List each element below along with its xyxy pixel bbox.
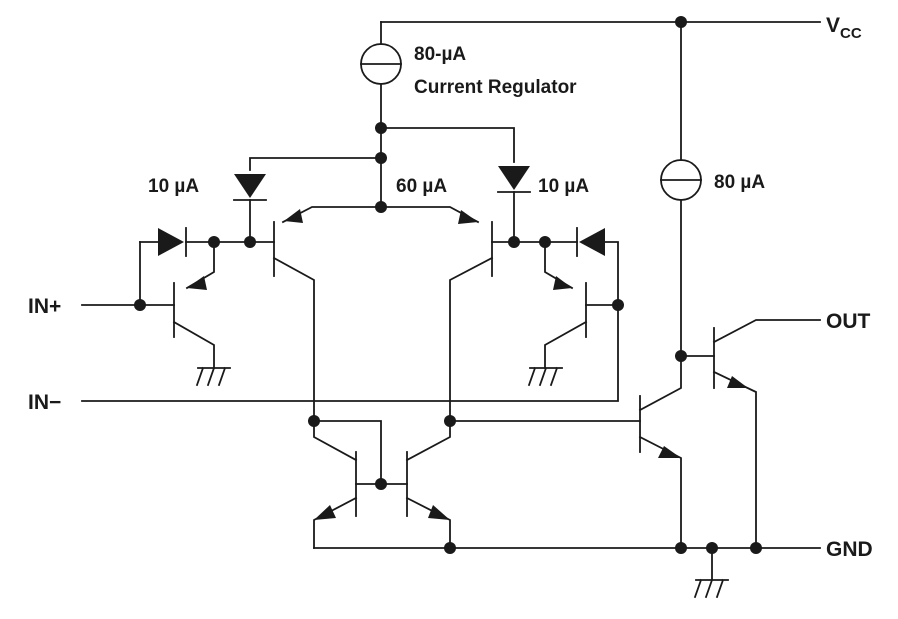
in-plus-label: IN+ (28, 295, 61, 318)
regulator-name-label: Current Regulator (414, 77, 577, 98)
arrow-q2 (284, 209, 303, 223)
emitter-arrows (187, 209, 748, 520)
arrow-mirror-left (314, 505, 336, 520)
current-regulator-symbol (360, 43, 402, 85)
current-label-mid: 60 µA (396, 176, 447, 197)
wire-to-left-diode (249, 157, 382, 171)
mirror-left-collector (313, 420, 358, 462)
q1-ground (195, 366, 231, 387)
q4-collector (544, 320, 588, 369)
mirror-link-left (313, 420, 382, 485)
arrow-mirror-right (428, 505, 450, 520)
junction-dots (134, 16, 762, 554)
mirror-right-emitter (405, 496, 451, 549)
in-minus-wire (81, 304, 619, 402)
regulator-value-label: 80-µA (414, 44, 466, 65)
diode-right-10ua (497, 166, 531, 193)
out-label: OUT (826, 310, 871, 333)
mirror-right-collector (405, 420, 451, 462)
right-small-diode-out (604, 241, 619, 306)
arrow-driver (658, 446, 681, 458)
diode-left-10ua (233, 174, 267, 201)
q1-collector (172, 320, 215, 369)
q-out-emitter (712, 370, 757, 549)
in-minus-label: IN− (28, 391, 61, 414)
q2-collector (272, 256, 315, 422)
wires (81, 21, 821, 599)
current-label-left: 10 µA (148, 176, 199, 197)
diode-input-right (576, 227, 605, 257)
q-driver-collector (638, 355, 682, 412)
q3-collector (449, 256, 494, 422)
current-source-80ua-symbol (660, 159, 702, 201)
current-label-out: 80 µA (714, 172, 765, 193)
vcc-subscript: CC (840, 25, 862, 42)
arrow-out (727, 376, 748, 388)
vcc-label: VCC (826, 14, 862, 42)
mirror-left-emitter (313, 496, 358, 549)
arrow-q3 (458, 210, 478, 224)
diode-input-left (158, 227, 187, 257)
q4-ground (527, 366, 563, 387)
q-out-collector (712, 319, 821, 344)
current-label-right: 10 µA (538, 176, 589, 197)
wire-to-right-diode (380, 127, 515, 163)
arrow-q1 (187, 276, 207, 290)
arrow-q4 (553, 276, 572, 290)
gnd-label: GND (826, 538, 873, 561)
gnd-symbol (693, 547, 729, 599)
